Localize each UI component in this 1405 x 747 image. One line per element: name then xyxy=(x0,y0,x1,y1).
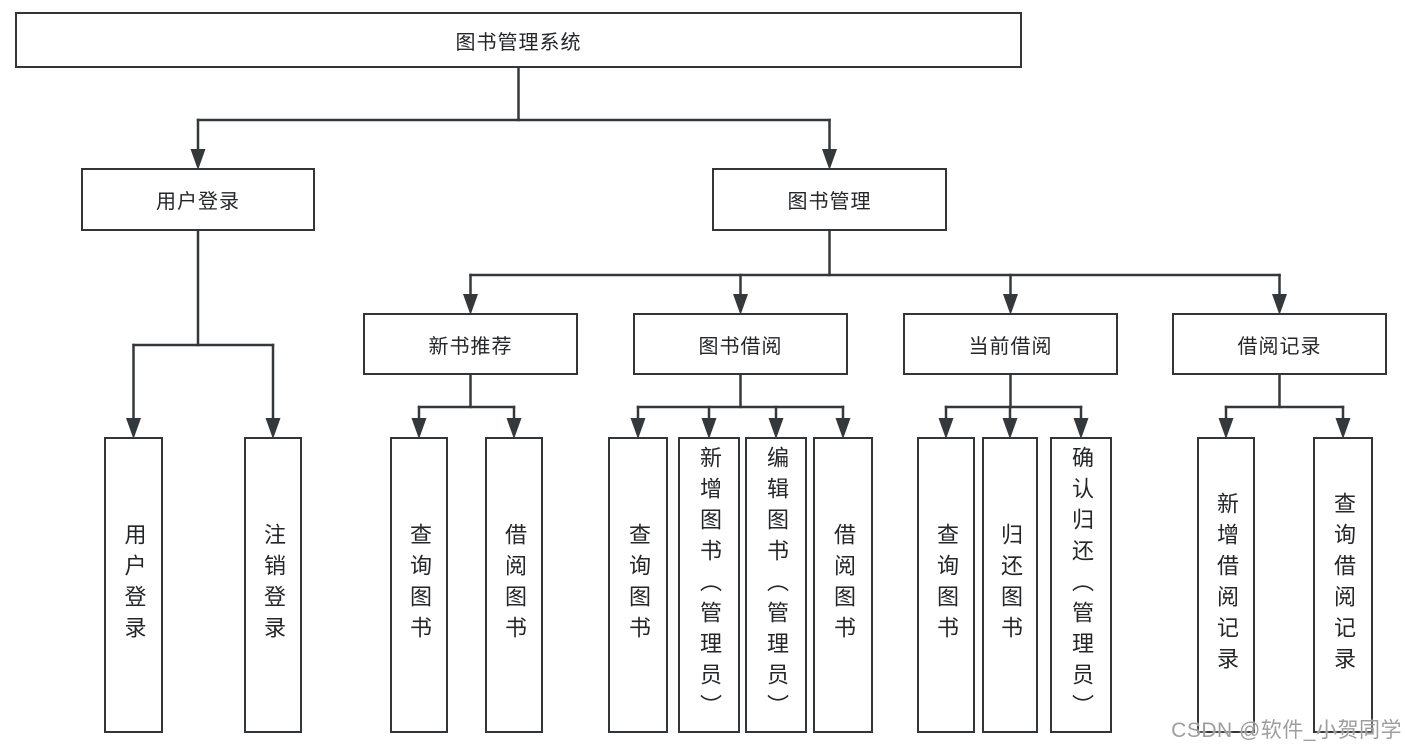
node-n-logout: 注销登录 xyxy=(244,437,302,733)
node-label: 图书管理 xyxy=(787,191,872,213)
node-label: 当前借阅 xyxy=(968,335,1053,358)
node-bb-edit: 编辑图书（管理员） xyxy=(745,437,807,733)
node-br-add: 新增借阅记录 xyxy=(1197,437,1255,733)
node-label: 借阅图书 xyxy=(831,523,856,647)
node-cb-return: 归还图书 xyxy=(982,437,1038,733)
arrowhead-icon xyxy=(265,418,281,439)
node-nb-borrow: 借阅图书 xyxy=(485,437,543,733)
node-bb-query: 查询图书 xyxy=(608,437,668,733)
node-label: 新增图书（管理员） xyxy=(697,445,722,725)
node-label: 新增借阅记录 xyxy=(1214,492,1239,678)
watermark-text: CSDN @软件_小贺同学 xyxy=(1171,719,1402,742)
arrowhead-icon xyxy=(733,294,748,315)
node-label: 查询借阅记录 xyxy=(1331,492,1356,678)
node-label: 新书推荐 xyxy=(428,335,513,358)
node-current-borrow: 当前借阅 xyxy=(903,313,1118,375)
arrowhead-icon xyxy=(938,418,954,439)
arrowhead-icon xyxy=(190,149,206,170)
arrowhead-icon xyxy=(1002,418,1018,439)
arrowhead-icon xyxy=(463,294,478,315)
node-book-borrow: 图书借阅 xyxy=(633,313,848,375)
arrowhead-icon xyxy=(411,418,427,439)
node-root: 图书管理系统 xyxy=(15,12,1022,68)
arrowhead-icon xyxy=(630,418,646,439)
arrowhead-icon xyxy=(1073,418,1089,439)
node-book-mgmt: 图书管理 xyxy=(712,168,947,231)
node-label: 确认归还（管理员） xyxy=(1069,445,1094,725)
node-user-login: 用户登录 xyxy=(81,168,315,231)
node-label: 查询图书 xyxy=(407,523,432,647)
arrowhead-icon xyxy=(1218,418,1234,439)
node-label: 编辑图书（管理员） xyxy=(764,445,789,725)
node-label: 查询图书 xyxy=(934,523,959,647)
arrowhead-icon xyxy=(822,149,837,170)
arrowhead-icon xyxy=(126,418,141,439)
node-borrow-record: 借阅记录 xyxy=(1172,313,1387,375)
node-label: 借阅记录 xyxy=(1237,335,1322,358)
arrowhead-icon xyxy=(768,418,784,439)
arrowhead-icon xyxy=(1003,294,1018,315)
node-label: 用户登录 xyxy=(121,523,147,647)
arrowhead-icon xyxy=(1272,294,1287,315)
node-cb-query: 查询图书 xyxy=(917,437,975,733)
node-nb-query: 查询图书 xyxy=(390,437,448,733)
arrowhead-icon xyxy=(506,418,522,439)
node-label: 查询图书 xyxy=(626,523,651,647)
node-label: 图书借阅 xyxy=(698,335,783,358)
node-new-book: 新书推荐 xyxy=(363,313,578,375)
arrowhead-icon xyxy=(835,418,851,439)
node-br-query: 查询借阅记录 xyxy=(1313,437,1373,733)
node-bb-add: 新增图书（管理员） xyxy=(678,437,740,733)
node-bb-borrow: 借阅图书 xyxy=(813,437,873,733)
arrowhead-icon xyxy=(1335,418,1351,439)
node-n-user-login: 用户登录 xyxy=(104,437,163,733)
node-label: 归还图书 xyxy=(998,523,1023,647)
node-cb-confirm: 确认归还（管理员） xyxy=(1050,437,1112,733)
node-label: 注销登录 xyxy=(261,523,286,647)
arrowhead-icon xyxy=(701,418,717,439)
node-label: 借阅图书 xyxy=(502,523,527,647)
node-label: 用户登录 xyxy=(156,191,240,213)
node-label: 图书管理系统 xyxy=(455,31,582,54)
